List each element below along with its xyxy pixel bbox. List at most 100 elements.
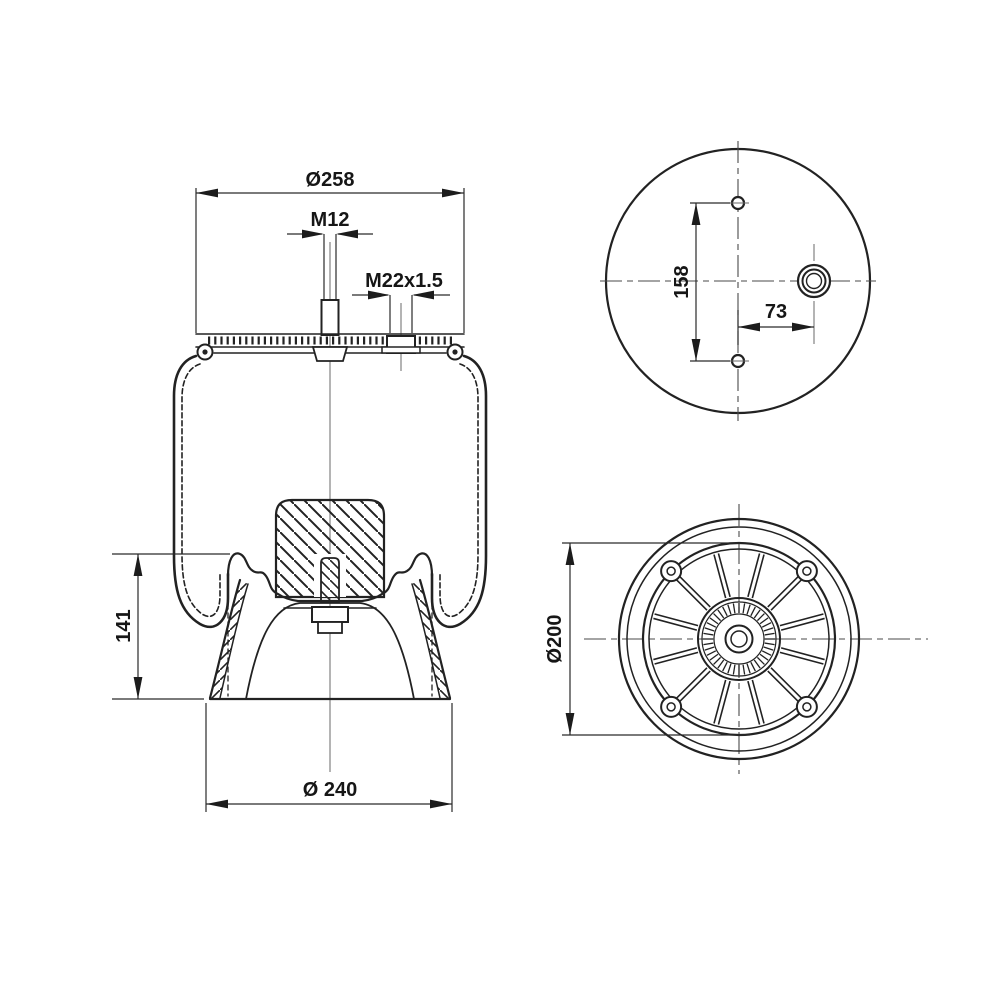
wheel-line [751,679,765,724]
piston-base-inner-rim [626,526,852,752]
wheel-line [770,667,804,701]
wheel-line [746,663,751,674]
wheel-line [677,670,711,704]
dim-label-port-offset: 73 [765,301,787,323]
wheel-line [722,661,728,672]
arrowhead [412,290,434,300]
wheel-line [704,646,715,651]
wheel-line [674,577,708,611]
top-view: 158 73 [600,141,876,421]
wheel-line [742,603,746,614]
bolt-boss-hole [802,702,812,712]
wheel-line [732,603,736,614]
wheel-line [717,680,731,725]
dim-label-piston-height: 141 [113,609,135,642]
wheel-line [706,622,717,628]
arrowhead [565,543,575,565]
wheel-line [764,642,775,646]
wheel-line [750,606,756,617]
plate-edge-curl-core [202,349,208,355]
wheel-line [770,577,804,611]
wheel-line [780,617,825,631]
bellows-inner-left [181,363,221,618]
dimension-port-offset: 73 [737,301,814,345]
wheel-line [779,651,824,665]
dim-label-air-fitting-thread: M22x1.5 [365,270,443,292]
arrowhead [196,188,218,198]
mounting-stud [320,299,340,336]
center-hole [730,630,748,648]
air-port [796,244,832,344]
arrowhead [691,339,701,361]
wheel-line [704,627,715,632]
wheel-line [713,554,727,599]
wheel-line [767,670,801,704]
wheel-line [756,656,765,665]
arrowhead [302,229,324,239]
dimension-base-diameter: Ø 240 [205,703,453,812]
dimension-piston-height: 141 [112,553,230,700]
spoke-wheel [653,553,825,725]
wheel-line [753,609,761,619]
center-bolt-shank [320,557,340,603]
spoke-ring-inner [648,548,830,730]
dimension-piston-diameter: Ø200 [544,542,750,736]
wheel-line [732,664,736,675]
bellows-outer-left [172,354,230,629]
dimension-stud-thread: M12 [287,209,373,300]
hub-ring-inner [701,601,777,677]
bolt-boss-hole [802,566,812,576]
wheel-line [750,661,756,672]
wheel-line [703,632,714,636]
arrowhead [691,203,701,225]
wheel-line [761,650,772,656]
wheel-line [717,659,725,669]
bolt-nut-collar [317,621,343,634]
side-section-view: Ø258 M12 M22x1.5 [112,169,488,812]
wheel-line [713,613,722,622]
dimension-stud-spacing: 158 [671,202,730,362]
wheel-line [763,646,774,651]
top-plate [195,333,465,362]
wheel-line [713,656,722,665]
rubber-bumper [274,498,386,603]
arrowhead [133,677,143,699]
wheel-line [706,650,717,656]
hub-ring-outer [697,597,781,681]
wheel-line [727,604,732,615]
dim-label-top-plate-diameter: Ø258 [306,169,355,191]
arrowhead [206,799,228,809]
wheel-line [717,609,725,619]
dimension-air-fitting-thread: M22x1.5 [352,270,450,333]
wheel-line [653,647,698,661]
dim-label-stud-thread: M12 [311,209,350,231]
piston-wall-section-right [412,580,450,698]
wheel-line [747,553,761,598]
wheel-line [654,613,699,627]
dimension-top-plate-diameter: Ø258 [195,169,465,333]
wheel-line [746,604,751,615]
bellows-inner-right [439,363,479,618]
wheel-line [756,613,765,622]
arrowhead [368,290,390,300]
wheel-line [677,574,711,608]
piston-bell [208,578,452,701]
wheel-line [761,622,772,628]
arrowhead [738,322,760,332]
wheel-line [759,653,769,661]
bolt-boss-hole [666,566,676,576]
stud-boss [311,346,349,362]
arrowhead [442,188,464,198]
rubber-bellows [172,354,488,629]
wheel-line [674,667,708,701]
arrowhead [133,554,143,576]
wheel-line [779,613,824,627]
bolt-nut [311,606,349,623]
arrowhead [565,713,575,735]
wheel-line [717,553,731,598]
plate-edge-curl-core [452,349,458,355]
piston-base-outline [617,517,861,761]
arrowhead [792,322,814,332]
